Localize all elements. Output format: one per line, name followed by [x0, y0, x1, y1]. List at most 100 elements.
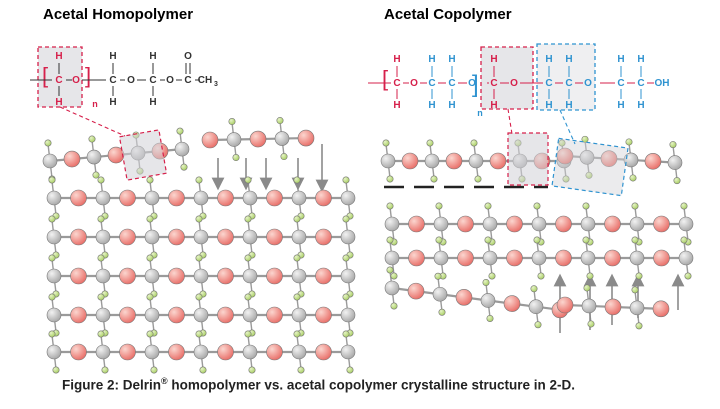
h-label: H [617, 100, 624, 111]
carbon-atom [468, 153, 484, 169]
hydrogen-atom [430, 175, 438, 183]
carbon-atom [531, 216, 547, 232]
oxygen-atom [503, 295, 521, 312]
carbon-atom [86, 149, 102, 165]
hydrogen-atom [88, 135, 96, 143]
hydrogen-atom [180, 163, 188, 171]
c-label: C [545, 78, 552, 89]
hydrogen-atom [625, 138, 633, 146]
h-label: H [149, 97, 156, 108]
hydrogen-atom [280, 153, 288, 161]
homopolymer-title: Acetal Homopolymer [43, 6, 194, 23]
carbon-atom [531, 250, 547, 266]
oxygen-atom [63, 150, 81, 168]
h-label: H [448, 100, 455, 111]
hydrogen-atom [426, 139, 434, 147]
hydrogen-atom [44, 139, 52, 147]
hydrogen-atom [244, 293, 252, 301]
formula-bonds-red [396, 66, 495, 99]
hydrogen-atom [631, 202, 639, 210]
hydrogen-atom [562, 175, 570, 183]
oxygen-atom [315, 228, 332, 246]
oxygen-atom [217, 228, 234, 246]
hydrogen-atom [195, 293, 203, 301]
copolymer-oxymethylene-box [507, 132, 549, 186]
oxygen-atom [249, 130, 267, 148]
oxygen-atom [217, 189, 234, 207]
hydrogen-atom [232, 154, 240, 162]
oxygen-atom [653, 215, 670, 233]
hydrogen-atom [293, 330, 301, 338]
hydrogen-atom [52, 366, 60, 374]
c-label: C [448, 78, 455, 89]
hydrogen-atom [382, 139, 390, 147]
carbon-atom [95, 268, 111, 284]
h-label: H [393, 54, 400, 65]
bracket-right: ] [472, 71, 479, 98]
c-label: C [428, 78, 435, 89]
c-label: C [637, 78, 644, 89]
oxygen-atom [70, 267, 87, 285]
carbon-atom [581, 298, 597, 314]
carbon-atom [193, 229, 209, 245]
o-label: O [584, 78, 592, 89]
copolymer-repeat-box-red [480, 46, 534, 110]
oxygen-atom [315, 343, 332, 361]
bracket-left: [ [42, 63, 48, 88]
carbon-atom [580, 250, 596, 266]
hydrogen-atom [635, 272, 643, 280]
oxygen-atom [652, 300, 670, 318]
h-label: H [393, 100, 400, 111]
carbon-atom [242, 307, 258, 323]
hydrogen-atom [97, 330, 105, 338]
carbon-atom [95, 307, 111, 323]
oxygen-atom [266, 267, 283, 285]
ch3-label: CH [198, 75, 212, 86]
h-label: H [637, 54, 644, 65]
hydrogen-atom [486, 314, 494, 322]
carbon-atom [193, 268, 209, 284]
oxygen-atom [455, 289, 473, 306]
hydrogen-atom [435, 202, 443, 210]
atom-layer [42, 117, 694, 374]
h-label: H [448, 54, 455, 65]
homopolymer-repeat-box [37, 46, 83, 108]
hydrogen-atom [48, 176, 56, 184]
oxygen-atom [119, 306, 136, 324]
oxygen-atom [644, 152, 662, 170]
carbon-atom [242, 268, 258, 284]
o-label: O [468, 78, 476, 89]
hydrogen-atom [585, 171, 593, 179]
hydrogen-atom [195, 330, 203, 338]
oxygen-atom [168, 343, 185, 361]
hydrogen-atom [293, 254, 301, 262]
oxygen-atom [407, 282, 425, 300]
oxygen-atom [266, 343, 283, 361]
c-label: C [393, 78, 400, 89]
subscript-3: 3 [214, 81, 218, 88]
oxygen-atom [604, 249, 621, 267]
hydrogen-atom [587, 320, 595, 328]
oxygen-atom [70, 306, 87, 324]
hydrogen-atom [92, 171, 100, 179]
oxygen-atom [401, 152, 419, 170]
caption-suffix: homopolymer vs. acetal copolymer crystal… [167, 377, 576, 393]
oxygen-atom [315, 306, 332, 324]
hydrogen-atom [386, 236, 394, 244]
hydrogen-atom [386, 175, 394, 183]
oxygen-atom [70, 189, 87, 207]
formula-bonds [30, 63, 200, 96]
carbon-atom [242, 344, 258, 360]
carbon-atom [623, 152, 639, 168]
hydrogen-atom [342, 176, 350, 184]
c-label: C [149, 75, 156, 86]
carbon-atom [46, 344, 62, 360]
hydrogen-atom [386, 202, 394, 210]
hydrogen-atom [244, 254, 252, 262]
hydrogen-atom [146, 330, 154, 338]
hydrogen-atom [146, 254, 154, 262]
hydrogen-atom [583, 284, 591, 292]
oxygen-atom [266, 228, 283, 246]
hydrogen-atom [342, 330, 350, 338]
carbon-atom [580, 216, 596, 232]
